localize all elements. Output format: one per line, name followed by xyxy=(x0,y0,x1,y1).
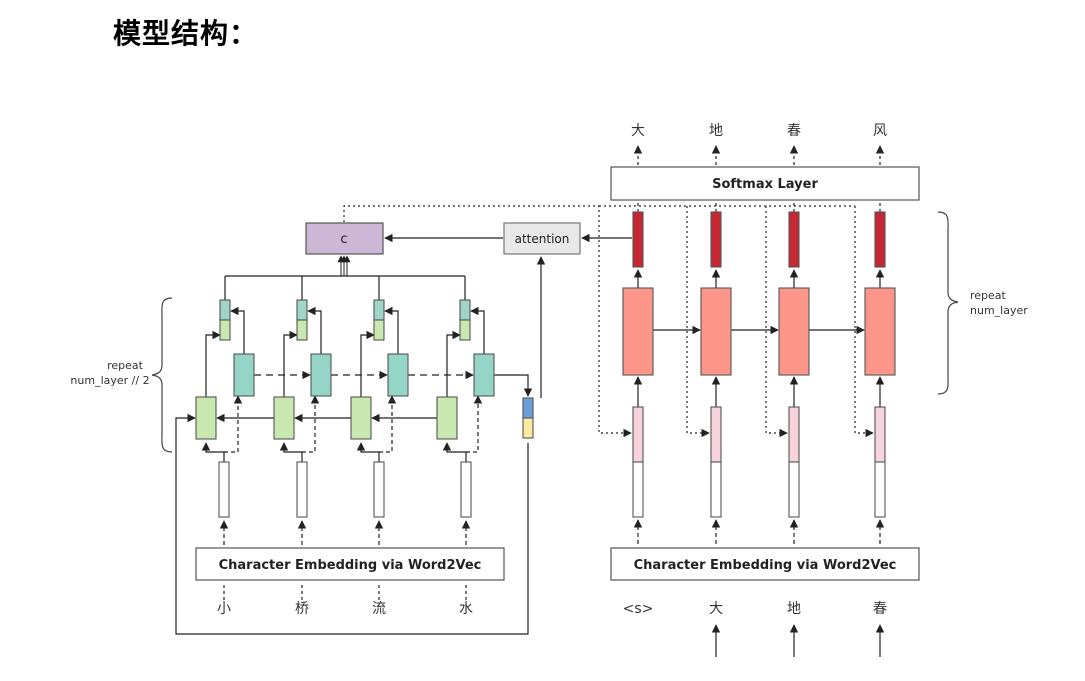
decoder-output-vector xyxy=(788,211,800,268)
encoder-to-forward-arrow xyxy=(201,442,225,462)
encoder-forward-output-arrow xyxy=(283,330,298,397)
decoder-context-vector xyxy=(788,406,800,463)
attention-box xyxy=(503,222,581,255)
encoder-repeat-brace xyxy=(151,297,173,453)
encoder-to-forward-arrow xyxy=(356,442,380,462)
encoder-output-bottom-half xyxy=(296,319,308,341)
context-feed-line xyxy=(343,205,632,438)
encoder-backward-output-arrow xyxy=(470,306,485,354)
encoder-backward-cell xyxy=(310,353,332,397)
encoder-to-backward-arrow xyxy=(379,395,397,453)
encoder-backward-cell xyxy=(387,353,409,397)
encoder-embedding-label: Character Embedding via Word2Vec xyxy=(219,558,482,573)
encoder-backward-output-arrow xyxy=(230,306,245,354)
encoder-output-top-half xyxy=(296,299,308,321)
encoder-repeat-label: repeat xyxy=(107,359,144,372)
encoder-output-top-half xyxy=(373,299,385,321)
encoder-forward-cell xyxy=(195,396,217,440)
decoder-input-char: <s> xyxy=(623,601,654,617)
decoder-output-char: 大 xyxy=(631,123,645,139)
encoder-to-backward-arrow xyxy=(302,395,320,453)
encoder-loop-line xyxy=(175,413,529,635)
decoder-embedding-vector xyxy=(874,461,886,518)
encoder-input-char: 小 xyxy=(217,601,231,617)
encoder-embedding-vector xyxy=(218,461,230,518)
encoder-forward-output-arrow xyxy=(360,330,375,397)
encoder-backward-cell xyxy=(233,353,255,397)
connection-lines xyxy=(175,145,885,657)
softmax-layer-box xyxy=(610,166,920,201)
decoder-context-vector xyxy=(632,406,644,463)
encoder-forward-output-arrow xyxy=(205,330,221,397)
encoder-to-backward-arrow xyxy=(466,395,483,453)
decoder-repeat-label: num_layer xyxy=(970,304,1028,317)
diagram-boxes xyxy=(195,211,896,518)
encoder-backward-cell xyxy=(473,353,495,397)
attention-query-bottom xyxy=(522,417,534,439)
context-vector-label: c xyxy=(340,232,347,247)
decoder-embedding-vector xyxy=(710,461,722,518)
encoder-to-backward-arrow xyxy=(224,395,243,453)
encoder-final-state-arrow xyxy=(494,374,533,397)
encoder-output-bottom-half xyxy=(373,319,385,341)
encoder-embedding-vector xyxy=(296,461,308,518)
decoder-repeat-brace xyxy=(937,211,959,395)
decoder-context-vector xyxy=(710,406,722,463)
attention-query-top xyxy=(522,397,534,419)
encoder-to-forward-arrow xyxy=(442,442,467,462)
encoder-forward-output-arrow xyxy=(446,330,461,397)
encoder-output-top-half xyxy=(459,299,471,321)
encoder-backward-output-arrow xyxy=(384,306,399,354)
encoder-input-char: 流 xyxy=(372,601,386,617)
encoder-input-char: 桥 xyxy=(295,601,309,617)
decoder-embedding-vector xyxy=(632,461,644,518)
decoder-output-char: 地 xyxy=(709,123,723,139)
encoder-embedding-box xyxy=(195,547,505,581)
encoder-output-bottom-half xyxy=(459,319,471,341)
context-feed-branch xyxy=(854,206,874,438)
softmax-layer-label: Softmax Layer xyxy=(712,177,818,192)
decoder-input-char: 春 xyxy=(873,601,887,617)
decoder-input-char: 地 xyxy=(787,601,801,617)
decoder-embedding-vector xyxy=(788,461,800,518)
decoder-output-vector xyxy=(632,211,644,268)
encoder-input-char: 水 xyxy=(459,601,473,617)
decoder-lstm-cell xyxy=(778,287,810,376)
decoder-output-char: 风 xyxy=(873,123,887,139)
decoder-lstm-cell xyxy=(864,287,896,376)
encoder-forward-cell xyxy=(273,396,295,440)
context-vector-box xyxy=(305,222,384,255)
attention-label: attention xyxy=(515,232,570,246)
encoder-backward-output-arrow xyxy=(307,306,322,354)
decoder-embedding-box xyxy=(610,547,920,581)
context-feed-branch xyxy=(765,206,788,438)
encoder-embedding-vector xyxy=(460,461,472,518)
decoder-output-vector xyxy=(710,211,722,268)
decoder-repeat-label: repeat xyxy=(970,289,1007,302)
context-feed-branch xyxy=(686,206,710,438)
page-title: 模型结构： xyxy=(113,17,259,50)
encoder-forward-cell xyxy=(350,396,372,440)
encoder-output-top-half xyxy=(219,299,231,321)
decoder-lstm-cell xyxy=(700,287,732,376)
decoder-embedding-label: Character Embedding via Word2Vec xyxy=(634,558,897,573)
encoder-output-bottom-half xyxy=(219,319,231,341)
decoder-output-char: 春 xyxy=(787,123,801,139)
decoder-context-vector xyxy=(874,406,886,463)
decoder-output-vector xyxy=(874,211,886,268)
decoder-input-char: 大 xyxy=(709,601,723,617)
encoder-to-forward-arrow xyxy=(279,442,303,462)
decoder-lstm-cell xyxy=(622,287,654,376)
encoder-forward-cell xyxy=(436,396,458,440)
encoder-embedding-vector xyxy=(373,461,385,518)
encoder-repeat-label: num_layer // 2 xyxy=(70,374,149,387)
